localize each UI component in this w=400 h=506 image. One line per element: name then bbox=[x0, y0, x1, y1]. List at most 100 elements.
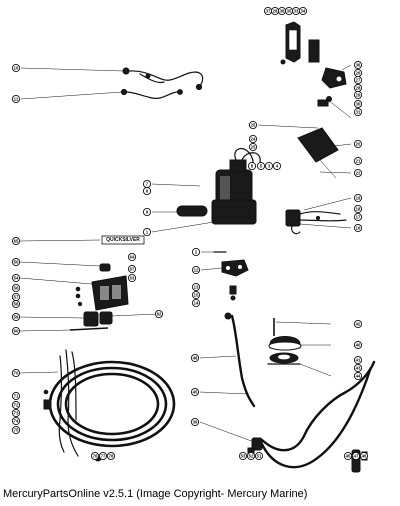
callout-left-wires-10: 10 bbox=[11, 63, 21, 73]
svg-text:40: 40 bbox=[356, 343, 361, 348]
svg-text:76: 76 bbox=[93, 454, 98, 459]
svg-text:22: 22 bbox=[356, 171, 361, 176]
svg-text:39: 39 bbox=[193, 420, 198, 425]
svg-text:56: 56 bbox=[14, 286, 19, 291]
svg-text:1: 1 bbox=[146, 230, 149, 235]
svg-text:2: 2 bbox=[195, 250, 198, 255]
svg-text:62: 62 bbox=[157, 312, 162, 317]
svg-text:78: 78 bbox=[109, 454, 114, 459]
image-caption: MercuryPartsOnline v2.5.1 (Image Copyrig… bbox=[3, 488, 308, 500]
callout-switch-left-50: 50 bbox=[11, 257, 21, 267]
callout-top-row-28: 28 bbox=[270, 6, 280, 16]
svg-text:45: 45 bbox=[346, 454, 351, 459]
callout-pump-top-5: 5 bbox=[256, 161, 266, 171]
callout-pump-right-20: 20 bbox=[353, 139, 363, 149]
svg-text:65: 65 bbox=[14, 239, 19, 244]
callout-pump-right-24: 24 bbox=[248, 134, 258, 144]
svg-text:20: 20 bbox=[356, 142, 361, 147]
callout-top-row-35: 35 bbox=[284, 6, 294, 16]
callout-bottom-right-46: 46 bbox=[359, 451, 369, 461]
svg-text:12: 12 bbox=[194, 268, 199, 273]
callout-switch-left-59: 59 bbox=[11, 312, 21, 322]
callout-harness-73: 73 bbox=[11, 408, 21, 418]
svg-text:72: 72 bbox=[14, 403, 19, 408]
callout-pump-left-6: 6 bbox=[142, 186, 152, 196]
svg-text:33: 33 bbox=[294, 9, 299, 14]
svg-text:26: 26 bbox=[356, 71, 361, 76]
callout-gauge-40: 40 bbox=[353, 340, 363, 350]
callout-pump-right-25: 25 bbox=[248, 120, 258, 130]
svg-text:3: 3 bbox=[268, 164, 271, 169]
callout-upper-right-27: 27 bbox=[353, 75, 363, 85]
relay-switch-16 bbox=[285, 209, 347, 235]
callout-cable-45: 45 bbox=[190, 387, 200, 397]
svg-text:70: 70 bbox=[14, 371, 19, 376]
svg-text:46: 46 bbox=[362, 454, 367, 459]
svg-text:52: 52 bbox=[249, 454, 254, 459]
callout-upper-right-29: 29 bbox=[353, 90, 363, 100]
callout-bottom-harness-77: 77 bbox=[98, 451, 108, 461]
svg-text:13: 13 bbox=[194, 285, 199, 290]
callout-pump-left-7: 7 bbox=[142, 179, 152, 189]
svg-text:36: 36 bbox=[356, 63, 361, 68]
svg-text:64: 64 bbox=[130, 255, 135, 260]
svg-text:60: 60 bbox=[14, 329, 19, 334]
callout-harness-74: 74 bbox=[11, 416, 21, 426]
callout-switch-left-60: 60 bbox=[11, 326, 21, 336]
svg-text:21: 21 bbox=[356, 159, 361, 164]
pump-motor-assembly bbox=[176, 147, 261, 225]
svg-text:54: 54 bbox=[14, 276, 19, 281]
svg-text:31: 31 bbox=[356, 110, 361, 115]
svg-text:7: 7 bbox=[146, 182, 149, 187]
callout-bottom-harness-78: 78 bbox=[106, 451, 116, 461]
wire-harness-10 bbox=[122, 67, 204, 91]
callout-pump-top-3: 3 bbox=[264, 161, 274, 171]
svg-text:29: 29 bbox=[356, 93, 361, 98]
callout-bottom-left-52: 52 bbox=[246, 451, 256, 461]
wire-harness-coil bbox=[43, 349, 176, 462]
svg-text:38: 38 bbox=[280, 9, 285, 14]
callout-gauge-44: 44 bbox=[353, 371, 363, 381]
callout-bottom-harness-76: 76 bbox=[90, 451, 100, 461]
svg-text:17: 17 bbox=[356, 215, 361, 220]
svg-text:14: 14 bbox=[194, 301, 199, 306]
gauge-assembly bbox=[267, 318, 302, 365]
svg-text:18: 18 bbox=[356, 207, 361, 212]
callout-bracket-2: 2 bbox=[191, 247, 201, 257]
callout-bracket-13: 13 bbox=[191, 282, 201, 292]
svg-text:28: 28 bbox=[356, 86, 361, 91]
svg-text:43: 43 bbox=[356, 366, 361, 371]
svg-text:6: 6 bbox=[146, 189, 149, 194]
svg-text:9: 9 bbox=[146, 210, 149, 215]
svg-text:53: 53 bbox=[241, 454, 246, 459]
callout-pump-left-1: 1 bbox=[142, 227, 152, 237]
svg-text:35: 35 bbox=[287, 9, 292, 14]
fasteners-13-15 bbox=[229, 285, 237, 301]
svg-text:47: 47 bbox=[354, 454, 359, 459]
svg-text:58: 58 bbox=[14, 302, 19, 307]
callout-top-row-33: 33 bbox=[291, 6, 301, 16]
svg-text:34: 34 bbox=[301, 9, 306, 14]
callout-top-row-34: 34 bbox=[298, 6, 308, 16]
callout-bracket-14: 14 bbox=[191, 298, 201, 308]
callout-switch-right-16: 16 bbox=[353, 223, 363, 233]
callout-upper-right-36: 36 bbox=[353, 60, 363, 70]
svg-text:57: 57 bbox=[14, 295, 19, 300]
svg-text:44: 44 bbox=[356, 374, 361, 379]
callout-switch-mid-64: 64 bbox=[127, 252, 137, 262]
callout-switch-left-58: 58 bbox=[11, 299, 21, 309]
callout-pump-right-21: 21 bbox=[353, 156, 363, 166]
svg-text:24: 24 bbox=[251, 137, 256, 142]
svg-text:15: 15 bbox=[194, 293, 199, 298]
svg-text:25: 25 bbox=[251, 145, 256, 150]
svg-text:67: 67 bbox=[130, 267, 135, 272]
svg-text:41: 41 bbox=[356, 358, 361, 363]
switch-panel: QUICKSILVER bbox=[69, 235, 145, 331]
callout-switch-mid-63: 63 bbox=[127, 273, 137, 283]
svg-text:42: 42 bbox=[356, 322, 361, 327]
callout-top-row-37: 37 bbox=[263, 6, 273, 16]
svg-text:71: 71 bbox=[14, 394, 19, 399]
svg-text:25: 25 bbox=[251, 123, 256, 128]
